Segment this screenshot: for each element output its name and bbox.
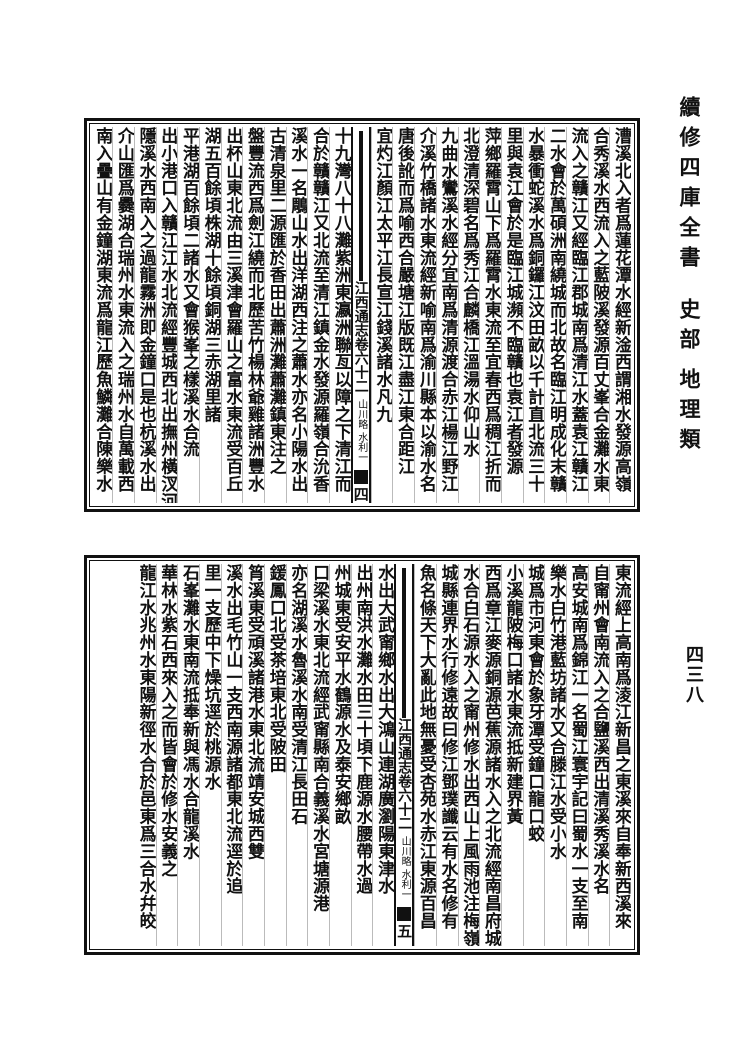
text-column: 合秀溪水西流入之藍陂溪發源百丈峯合金灘水東 [587, 127, 609, 503]
text-column: 湖五百餘頃株湖十餘頃銅湖三赤湖里諸 [198, 127, 221, 503]
chapter-subtitle: 山川略 水利一 [355, 399, 367, 463]
text-column: 石峯灘水東南流抵奉新與馮水合龍溪水 [177, 564, 199, 946]
volume-title: 江西通志卷六十二 [352, 281, 369, 393]
text-column: 里一支歷中下燥坑逕於桃源水 [198, 564, 221, 946]
text-column: 九曲水鸞溪水經分宜南爲清源渡合赤江楊江野江 [435, 127, 458, 503]
text-column: 隱溪水西南入之過龍霧洲即金鐘口是也杭溪水出 [133, 127, 156, 503]
series-title: 續修四庫全書 [677, 96, 702, 276]
text-column: 水出大武甯鄉水出大鴻山連湖廣瀏陽東津水 [372, 564, 394, 946]
text-column: 華林水紫石西來入之而皆會於修水安義之 [155, 564, 177, 946]
text-column: 南入疊山有金鐘湖東流爲龍江歷魚鱗灘合陳樂水 [92, 127, 113, 493]
fold-bar [358, 131, 363, 281]
text-column: 流入之贛江又經臨江郡城南爲清江水蓋袁江贛江 [565, 127, 588, 503]
text-column: 北澄清深碧名爲秀江合麟橋江溫湯水仰山水 [457, 127, 479, 503]
text-column: 盤豐流西爲劍江繞而北歷苦竹楊林爺雞諸洲豐水 [242, 127, 264, 503]
text-column: 東流經上高南爲淩江新昌之東溪來自奉新西溪來 [609, 564, 631, 946]
fold-bar [402, 568, 407, 718]
text-column: 口梁溪水東北流經武甯縣南合義溪水宮塘源港 [307, 564, 329, 946]
text-column: 古清泉里二源匯於香田出蕭洲灘蕭灘鎮東注之 [264, 127, 286, 503]
text-column: 樂水白竹港藍坊諸水又合滕江水受小水 [544, 564, 566, 946]
text-column: 亦名湖溪水魯溪水南受清江長田石 [285, 564, 307, 946]
text-column: 水合白石源水入之甯州修水出西山上風雨池注梅嶺下爲吳源 [457, 564, 480, 946]
text-column: 城縣連界水行修遠故曰修江鄧璞讖云有水名修有 [435, 564, 458, 946]
text-column: 自甯州會南流入之合鹽溪西出清溪秀溪水名 [587, 564, 609, 946]
upper-page-text: 漕溪北入者爲蓮花潭水經新淦西謂湘水發源高嶺合秀溪水西流入之藍陂溪發源百丈峯合金灘… [92, 127, 631, 503]
text-column: 龍江水兆州水東陽新徑水合於邑東爲三合水幷皎 [135, 564, 156, 930]
text-column: 介溪竹橋諸水東流經新喻南爲渝川縣本以渝水名 [414, 127, 436, 503]
book-series-title: 續修四庫全書史部地理類 [676, 96, 702, 458]
fishtail-mark-icon [353, 470, 368, 485]
chapter-subtitle: 山川略 水利一 [399, 836, 411, 900]
category-label: 地理類 [677, 368, 702, 458]
fishtail-mark-icon [397, 907, 412, 922]
text-column: 出州南洪水灘水田三十頃下鹿源水腰帶水過 [350, 564, 372, 946]
text-column: 高安城南爲錦江一名蜀江寰宇記曰蜀水一支至南 [565, 564, 588, 946]
text-column: 合於贛贛江又北流至清江鎮金水發源羅嶺合沇香 [307, 127, 329, 503]
page-number: 四三八 [683, 645, 704, 705]
text-column: 筲溪東受頑溪諸港水東北流靖安城西雙 [242, 564, 264, 946]
text-column: 城爲市河東會於象牙潭受鐘口龍口蛟 [522, 564, 544, 946]
text-column: 唐後訛而爲喻西合嚴塘江版既江盡江東合距江 [392, 127, 414, 503]
center-fold-header: 江西通志卷六十二山川略 水利一四 [350, 127, 371, 503]
leaf-number: 五 [395, 923, 414, 939]
text-column: 州城東受安平水鶴源水及泰安鄉畝 [329, 564, 351, 946]
text-column: 里與袁江會於是臨江城瀕不臨贛也袁江者發源 [500, 127, 523, 503]
text-column: 萍鄉羅霄山下爲羅霄水東流至宜春西爲稠江折而 [479, 127, 501, 503]
text-column: 魚名條天下大亂此地無憂受杏苑水赤江東源百昌 [414, 564, 436, 946]
text-column: 出杯山東北流由三溪津會羅山之富水東流受百丘 [220, 127, 242, 503]
lower-page-text: 東流經上高南爲淩江新昌之東溪來自奉新西溪來自甯州會南流入之合鹽溪西出清溪秀溪水名… [93, 564, 631, 946]
text-column: 出小港口入贛江江水北流經豐城西北出撫州橫汊河合 [155, 127, 178, 503]
leaf-number: 四 [351, 486, 370, 502]
text-column: 西爲章江麥源銅源芭蕉源諸水入之北流經南昌府城 [479, 564, 501, 946]
text-column: 平港湖百餘頃二諸水又會猴峯之樣溪水合流 [177, 127, 199, 503]
text-column: 二水會於萬碩洲南繞城而北故名臨江明成化末贛 [544, 127, 566, 503]
section-label: 史部 [677, 298, 702, 358]
text-column: 介山匯爲爨湖合瑞州水東流入之瑞州水自萬載西 [112, 127, 134, 503]
text-column: 宜灼江顏江太平江長宣江錢溪諸水凡九 [370, 127, 392, 503]
text-column: 小溪龍陂梅口諸水東流抵新建界黃 [500, 564, 523, 946]
text-column: 鍰鳳口北受茶培東北受陂田 [264, 564, 286, 946]
text-column: 溪水出毛竹山一支西南源諸都東北流逕於追 [220, 564, 242, 946]
text-column: 溪水一名鵰山水出洋湖西注之蕭水亦名小陽水出 [285, 127, 307, 503]
upper-page-panel: 漕溪北入者爲蓮花潭水經新淦西謂湘水發源高嶺合秀溪水西流入之藍陂溪發源百丈峯合金灘… [84, 118, 640, 512]
text-column: 十九灣八十八灘紫洲東瀛洲聯亙以障之下清江而 [329, 127, 351, 503]
lower-page-panel: 東流經上高南爲淩江新昌之東溪來自奉新西溪來自甯州會南流入之合鹽溪西出清溪秀溪水名… [84, 555, 640, 955]
text-column: 漕溪北入者爲蓮花潭水經新淦西謂湘水發源高嶺 [609, 127, 631, 503]
volume-title: 江西通志卷六十二 [396, 718, 413, 830]
center-fold-header: 江西通志卷六十二山川略 水利一五 [394, 564, 415, 946]
text-column: 水暴衝蛇溪水爲銅鑼江汶田畝以千計直北流三十 [522, 127, 544, 503]
